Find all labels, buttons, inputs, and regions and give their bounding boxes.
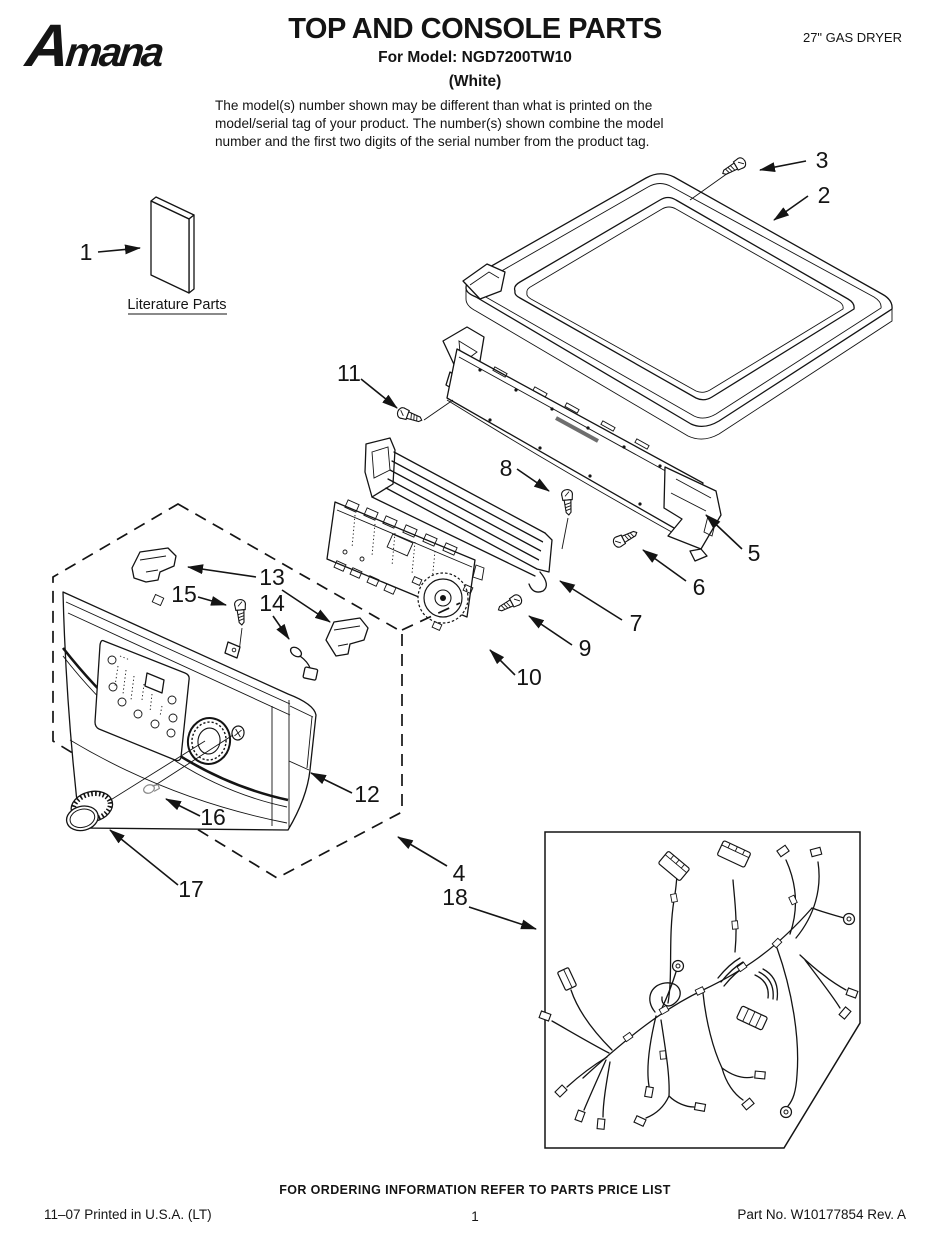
callout-9: 9 — [579, 635, 592, 661]
callouts: 1 2 3 4 5 6 7 8 9 10 11 12 13 14 15 16 1… — [80, 147, 831, 910]
screw-3 — [719, 155, 749, 179]
ordering-note: FOR ORDERING INFORMATION REFER TO PARTS … — [279, 1183, 671, 1197]
screw-11 — [395, 405, 425, 426]
note-line-2: model/serial tag of your product. The nu… — [215, 116, 664, 132]
callout-6: 6 — [693, 574, 706, 600]
screw-11-line — [423, 399, 454, 421]
dial-bezel — [186, 717, 232, 765]
part-number: Part No. W10177854 Rev. A — [737, 1207, 906, 1222]
callout-11: 11 — [337, 360, 361, 386]
callout-17: 17 — [178, 876, 204, 902]
printed-info: 11–07 Printed in U.S.A. (LT) — [44, 1207, 212, 1222]
display-window — [144, 672, 165, 694]
leader-arrows — [97, 160, 809, 930]
clip-install-line — [153, 734, 234, 787]
callout-8: 8 — [500, 455, 513, 481]
callout-7: 7 — [630, 610, 643, 636]
screw-6 — [611, 527, 640, 550]
control-board — [326, 499, 485, 631]
screw-15 — [233, 598, 248, 626]
literature-book — [150, 196, 195, 294]
screw-3-line — [689, 172, 729, 201]
page-title: TOP AND CONSOLE PARTS — [288, 13, 662, 45]
callout-1: 1 — [80, 239, 93, 265]
callout-15: 15 — [171, 581, 197, 607]
push-clip — [143, 783, 161, 794]
console-assembly-outline — [52, 503, 403, 879]
rotary-encoder — [411, 572, 474, 631]
knob-shaft-line — [100, 740, 206, 807]
screw-9 — [495, 592, 524, 616]
callout-4: 4 — [453, 860, 466, 886]
console-endcap-left — [131, 547, 177, 583]
callout-2: 2 — [818, 182, 831, 208]
callout-5: 5 — [748, 540, 761, 566]
top-panel — [462, 173, 893, 440]
color-line: (White) — [448, 73, 502, 90]
console-panel — [61, 591, 317, 831]
callout-10: 10 — [516, 664, 542, 690]
timer-knob — [65, 790, 114, 832]
literature-label: Literature Parts — [127, 297, 226, 313]
product-type: 27" GAS DRYER — [802, 30, 902, 45]
note-line-1: The model(s) number shown may be differe… — [215, 98, 653, 113]
bracket-handle-mark — [555, 416, 599, 443]
assembly-axis-line — [401, 602, 461, 631]
page-number: 1 — [471, 1209, 479, 1224]
screw-8 — [560, 488, 575, 516]
callout-13: 13 — [259, 564, 285, 590]
screw-8-line — [561, 517, 569, 550]
harness-connectors — [538, 840, 859, 1130]
callout-14: 14 — [259, 590, 285, 616]
note-line-3: number and the first two digits of the s… — [215, 134, 650, 150]
callout-3: 3 — [816, 147, 829, 173]
wiring-harness-box — [538, 831, 861, 1149]
model-line: For Model: NGD7200TW10 — [378, 49, 572, 66]
callout-16: 16 — [200, 804, 226, 830]
start-button — [231, 725, 245, 741]
console-tab — [151, 593, 165, 607]
callout-12: 12 — [354, 781, 380, 807]
harness-clip — [289, 646, 319, 681]
console-cover — [364, 437, 553, 593]
console-endcap-right — [325, 617, 369, 657]
callout-18: 18 — [442, 884, 468, 910]
model-note: The model(s) number shown may be differe… — [215, 97, 755, 152]
